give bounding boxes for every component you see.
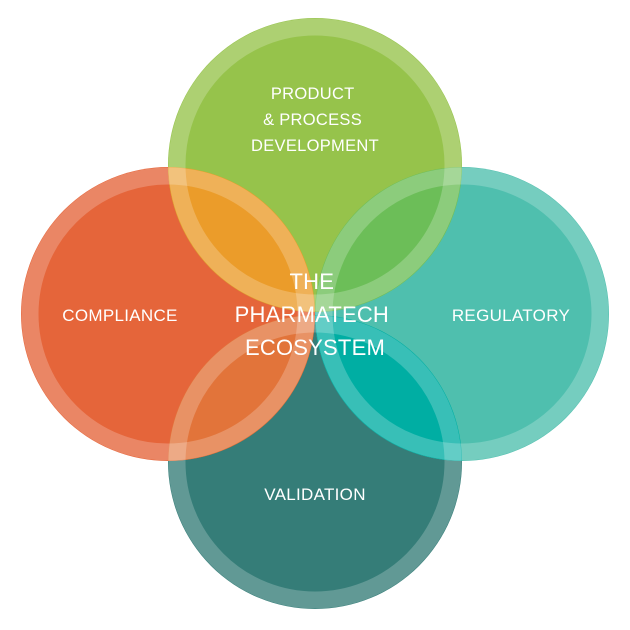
label-validation: VALIDATION: [264, 485, 366, 504]
center-line-2: PHARMATECH: [235, 302, 389, 327]
center-line-1: THE: [290, 269, 335, 294]
label-regulatory: REGULATORY: [452, 306, 570, 325]
overlap-top-right: [315, 167, 462, 312]
label-product-process-development: PRODUCT & PROCESS DEVELOPMENT: [251, 85, 379, 155]
ring-left: [21, 167, 315, 461]
center-line-3: ECOSYSTEM: [245, 335, 385, 360]
overlap-bottom-right: [315, 315, 462, 461]
label-center-title: THE PHARMATECH ECOSYSTEM: [235, 269, 396, 360]
ring-right: [315, 167, 609, 461]
overlap-top-left: [168, 167, 315, 312]
overlap-bottom-left: [168, 315, 315, 461]
overlap-rings: [21, 18, 609, 609]
label-compliance: COMPLIANCE: [62, 306, 177, 325]
label-top-line-2: & PROCESS: [263, 111, 362, 129]
label-top-line-3: DEVELOPMENT: [251, 137, 379, 155]
ring-top: [168, 18, 462, 312]
label-top-line-1: PRODUCT: [271, 85, 354, 103]
ring-bottom: [168, 315, 462, 609]
